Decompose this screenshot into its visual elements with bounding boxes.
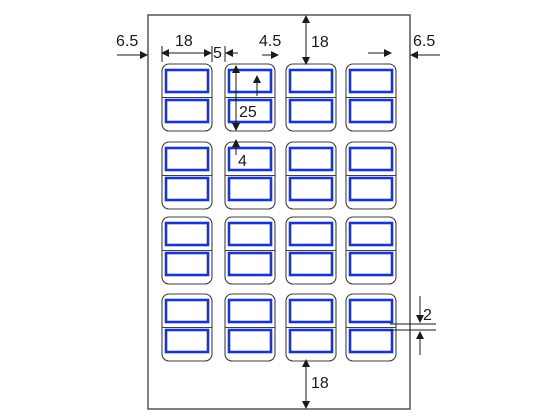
label-area: [227, 98, 273, 124]
label-area: [227, 176, 273, 202]
label-area: [348, 98, 394, 124]
dim-tag-width-text: 18: [175, 33, 193, 50]
label-area: [348, 176, 394, 202]
label-area: [164, 328, 210, 354]
dim-label-gap-text: 4.5: [259, 33, 281, 50]
dim-top-margin-text: 18: [311, 34, 329, 51]
tag-grid: [161, 63, 397, 362]
label-area: [348, 251, 394, 277]
label-area: [348, 328, 394, 354]
dim-row-gap-text: 4: [238, 153, 247, 170]
label-area: [227, 298, 273, 324]
label-area: [227, 251, 273, 277]
label-area: [164, 146, 210, 172]
label-area: [164, 176, 210, 202]
dim-column-gap-text: 5: [213, 45, 222, 62]
label-area: [288, 298, 334, 324]
label-area: [164, 98, 210, 124]
label-area: [288, 221, 334, 247]
label-area: [348, 298, 394, 324]
dim-bottom-margin-text: 18: [311, 375, 329, 392]
label-area: [227, 221, 273, 247]
sheet-outline: [147, 14, 411, 410]
label-area: [164, 68, 210, 94]
dim-label-spacing-text: 2: [423, 307, 432, 324]
label-area: [288, 146, 334, 172]
label-area: [288, 251, 334, 277]
label-area: [288, 328, 334, 354]
label-area: [227, 328, 273, 354]
label-area: [227, 146, 273, 172]
dim-left-margin-text: 6.5: [116, 33, 138, 50]
dim-tag-height-text: 25: [239, 104, 257, 121]
label-area: [288, 68, 334, 94]
label-area: [348, 221, 394, 247]
label-area: [164, 221, 210, 247]
label-area: [288, 176, 334, 202]
label-area: [227, 68, 273, 94]
dimension-lines: [117, 15, 440, 409]
label-area: [164, 251, 210, 277]
label-area: [288, 98, 334, 124]
label-area: [164, 298, 210, 324]
label-area: [348, 146, 394, 172]
dim-right-margin-text: 6.5: [413, 33, 435, 50]
label-area: [348, 68, 394, 94]
